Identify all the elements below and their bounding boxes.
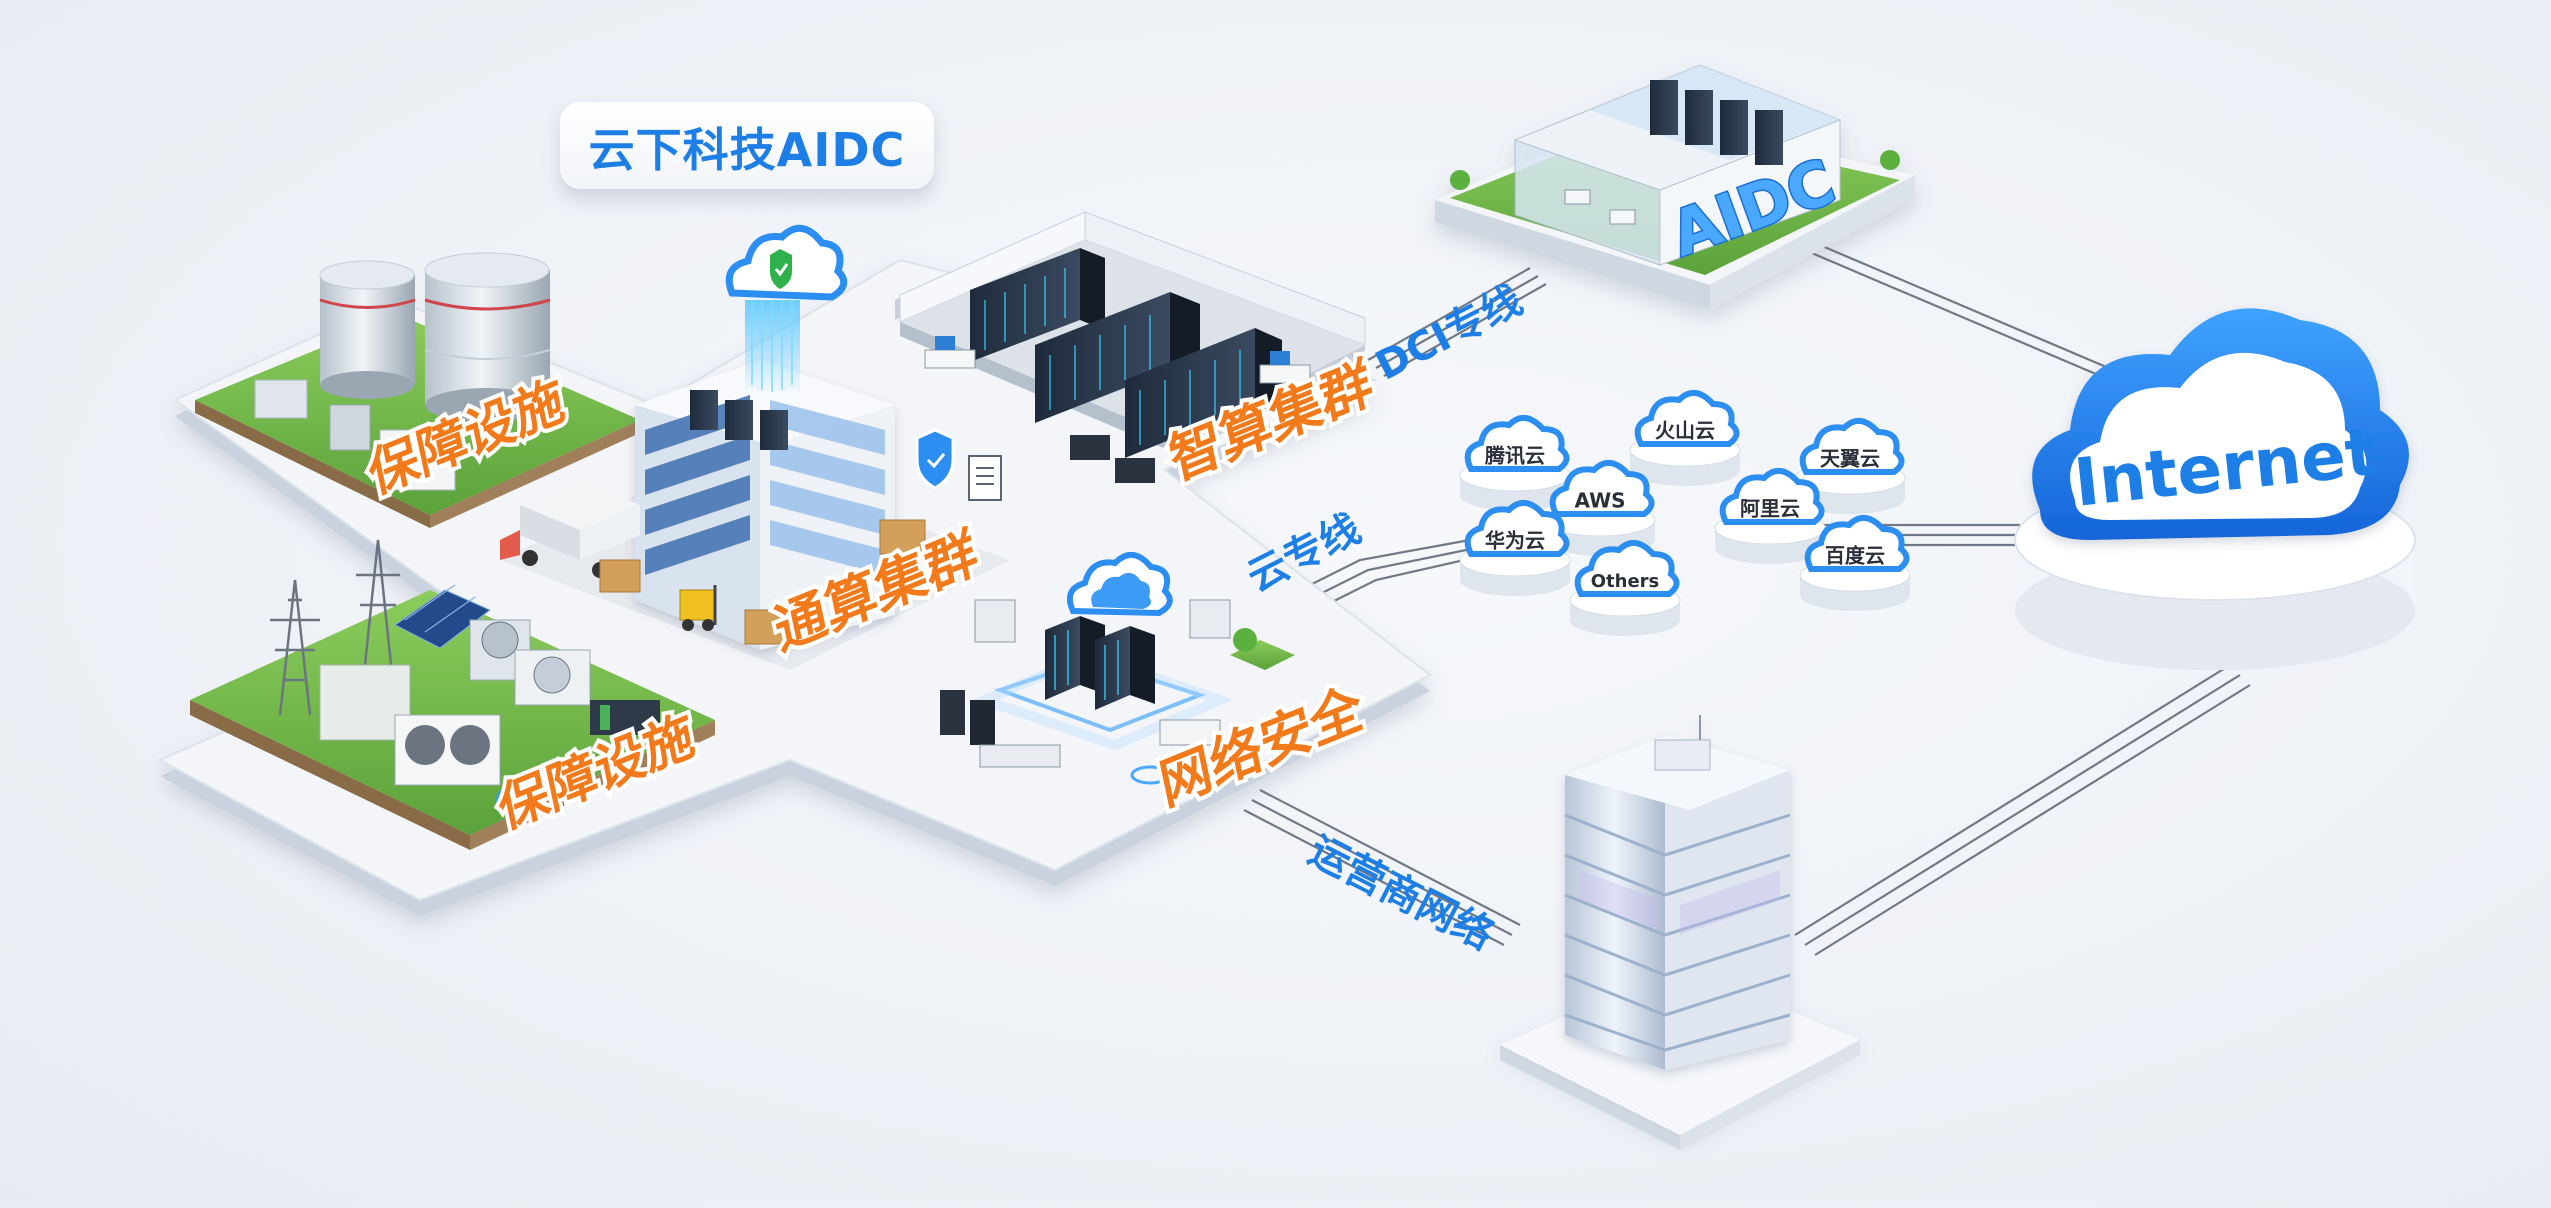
cloud-provider-node: 火山云 [1629,390,1741,486]
cloud-provider-label: Others [1591,571,1660,592]
cloud-icon [1067,552,1173,617]
cloud-icon [1464,415,1570,472]
security-shield-icon [915,428,955,490]
document-icon [968,455,1002,501]
cloud-provider-label: 火山云 [1655,419,1715,443]
remote-aidc-building [1435,64,1915,310]
cloud-provider-label: 腾讯云 [1485,444,1545,468]
power-zone-top [195,252,640,528]
cloud-provider-node: 阿里云 [1714,468,1826,564]
general-compute-building [500,224,1010,670]
internet-cloud-icon [2032,308,2409,540]
cloud-icon [1799,418,1905,475]
cloud-provider-label: 天翼云 [1820,447,1880,471]
cloud-provider-node: 天翼云 [1794,418,1906,514]
cloud-icon [1574,540,1680,597]
cloud-icon [1549,460,1655,517]
label-carrier-line: 运营商网络 [1301,828,1500,960]
network-security-zone [940,552,1295,785]
cloud-provider-node: 华为云 [1459,500,1571,596]
server-rack-row [970,248,1105,362]
forklift [679,585,717,631]
storage-tank [319,260,416,399]
carrier-tower [1500,715,1860,1150]
storage-tank [424,252,551,422]
intelligent-compute-hall [895,211,1366,483]
power-pylon [270,539,400,716]
cloud-shield-icon [725,224,848,301]
solar-panel [394,584,491,649]
internet-node [2014,308,2416,670]
cloud-provider-node: 百度云 [1799,515,1911,611]
cloud-icon [1719,468,1825,525]
cloud-icon [1804,515,1910,572]
page-title: 云下科技AIDC [588,123,906,177]
title-badge: 云下科技AIDC [560,102,934,192]
cloud-provider-node: Others [1569,540,1681,636]
cloud-icon [1464,500,1570,557]
power-zone-bottom [190,539,715,850]
cloud-provider-label: 阿里云 [1740,497,1800,521]
cloud-icon [1634,390,1740,447]
cloud-provider-label: 百度云 [1825,544,1885,568]
cloud-provider-label: 华为云 [1485,529,1545,553]
cloud-provider-label: AWS [1574,489,1625,513]
label-dci-line: DCI专线 [1369,277,1530,389]
cloud-provider-node: 腾讯云 [1459,415,1571,511]
